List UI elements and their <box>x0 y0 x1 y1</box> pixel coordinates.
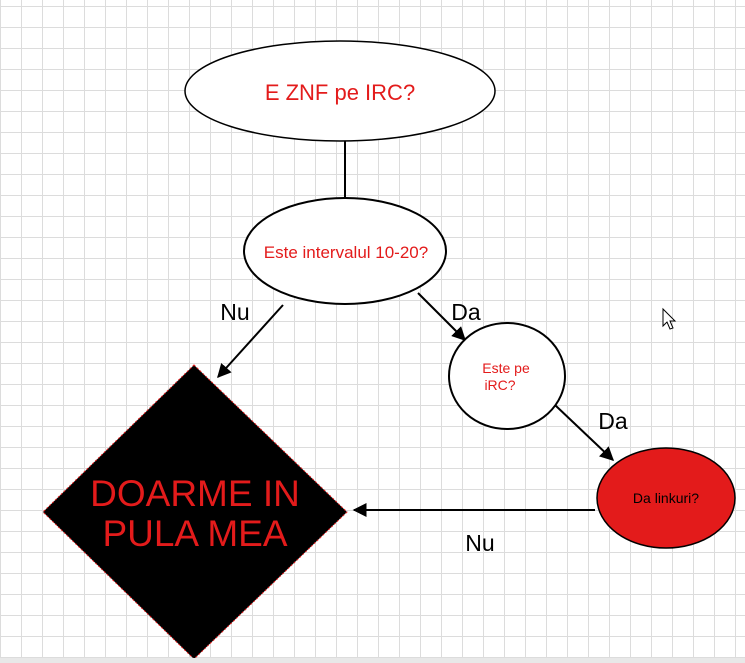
edge-label-interval-no: Nu <box>220 299 249 325</box>
interval-node-label: Este intervalul 10-20? <box>264 243 428 262</box>
irc-decision-node[interactable]: Este pe iRC? <box>448 322 566 430</box>
outcome-node[interactable]: DOARME IN PULA MEA <box>42 364 348 660</box>
start-node[interactable]: E ZNF pe IRC? <box>184 40 496 142</box>
mouse-cursor-icon <box>662 307 677 330</box>
links-ellipse <box>596 447 736 549</box>
arrow-irc-to-links <box>554 404 615 461</box>
outcome-label-line1: DOARME IN <box>90 473 300 514</box>
canvas-bottom-edge <box>0 658 745 663</box>
edge-label-interval-yes: Da <box>451 299 481 325</box>
irc-node-label-line2: iRC? <box>484 377 515 393</box>
edge-label-irc-yes: Da <box>598 408 628 434</box>
interval-decision-node[interactable]: Este intervalul 10-20? <box>243 197 447 305</box>
edge-label-links-no: Nu <box>465 530 494 556</box>
links-decision-node[interactable]: Da linkuri? <box>596 447 736 549</box>
arrow-interval-to-irc <box>417 292 466 341</box>
start-node-label: E ZNF pe IRC? <box>265 80 415 105</box>
links-node-label: Da linkuri? <box>633 490 699 506</box>
irc-circle <box>448 322 566 430</box>
outcome-label-line2: PULA MEA <box>102 513 287 554</box>
arrow-interval-to-outcome <box>217 304 284 379</box>
start-ellipse <box>184 40 496 142</box>
irc-node-label-line1: Este pe <box>482 360 530 376</box>
interval-ellipse <box>243 197 447 305</box>
